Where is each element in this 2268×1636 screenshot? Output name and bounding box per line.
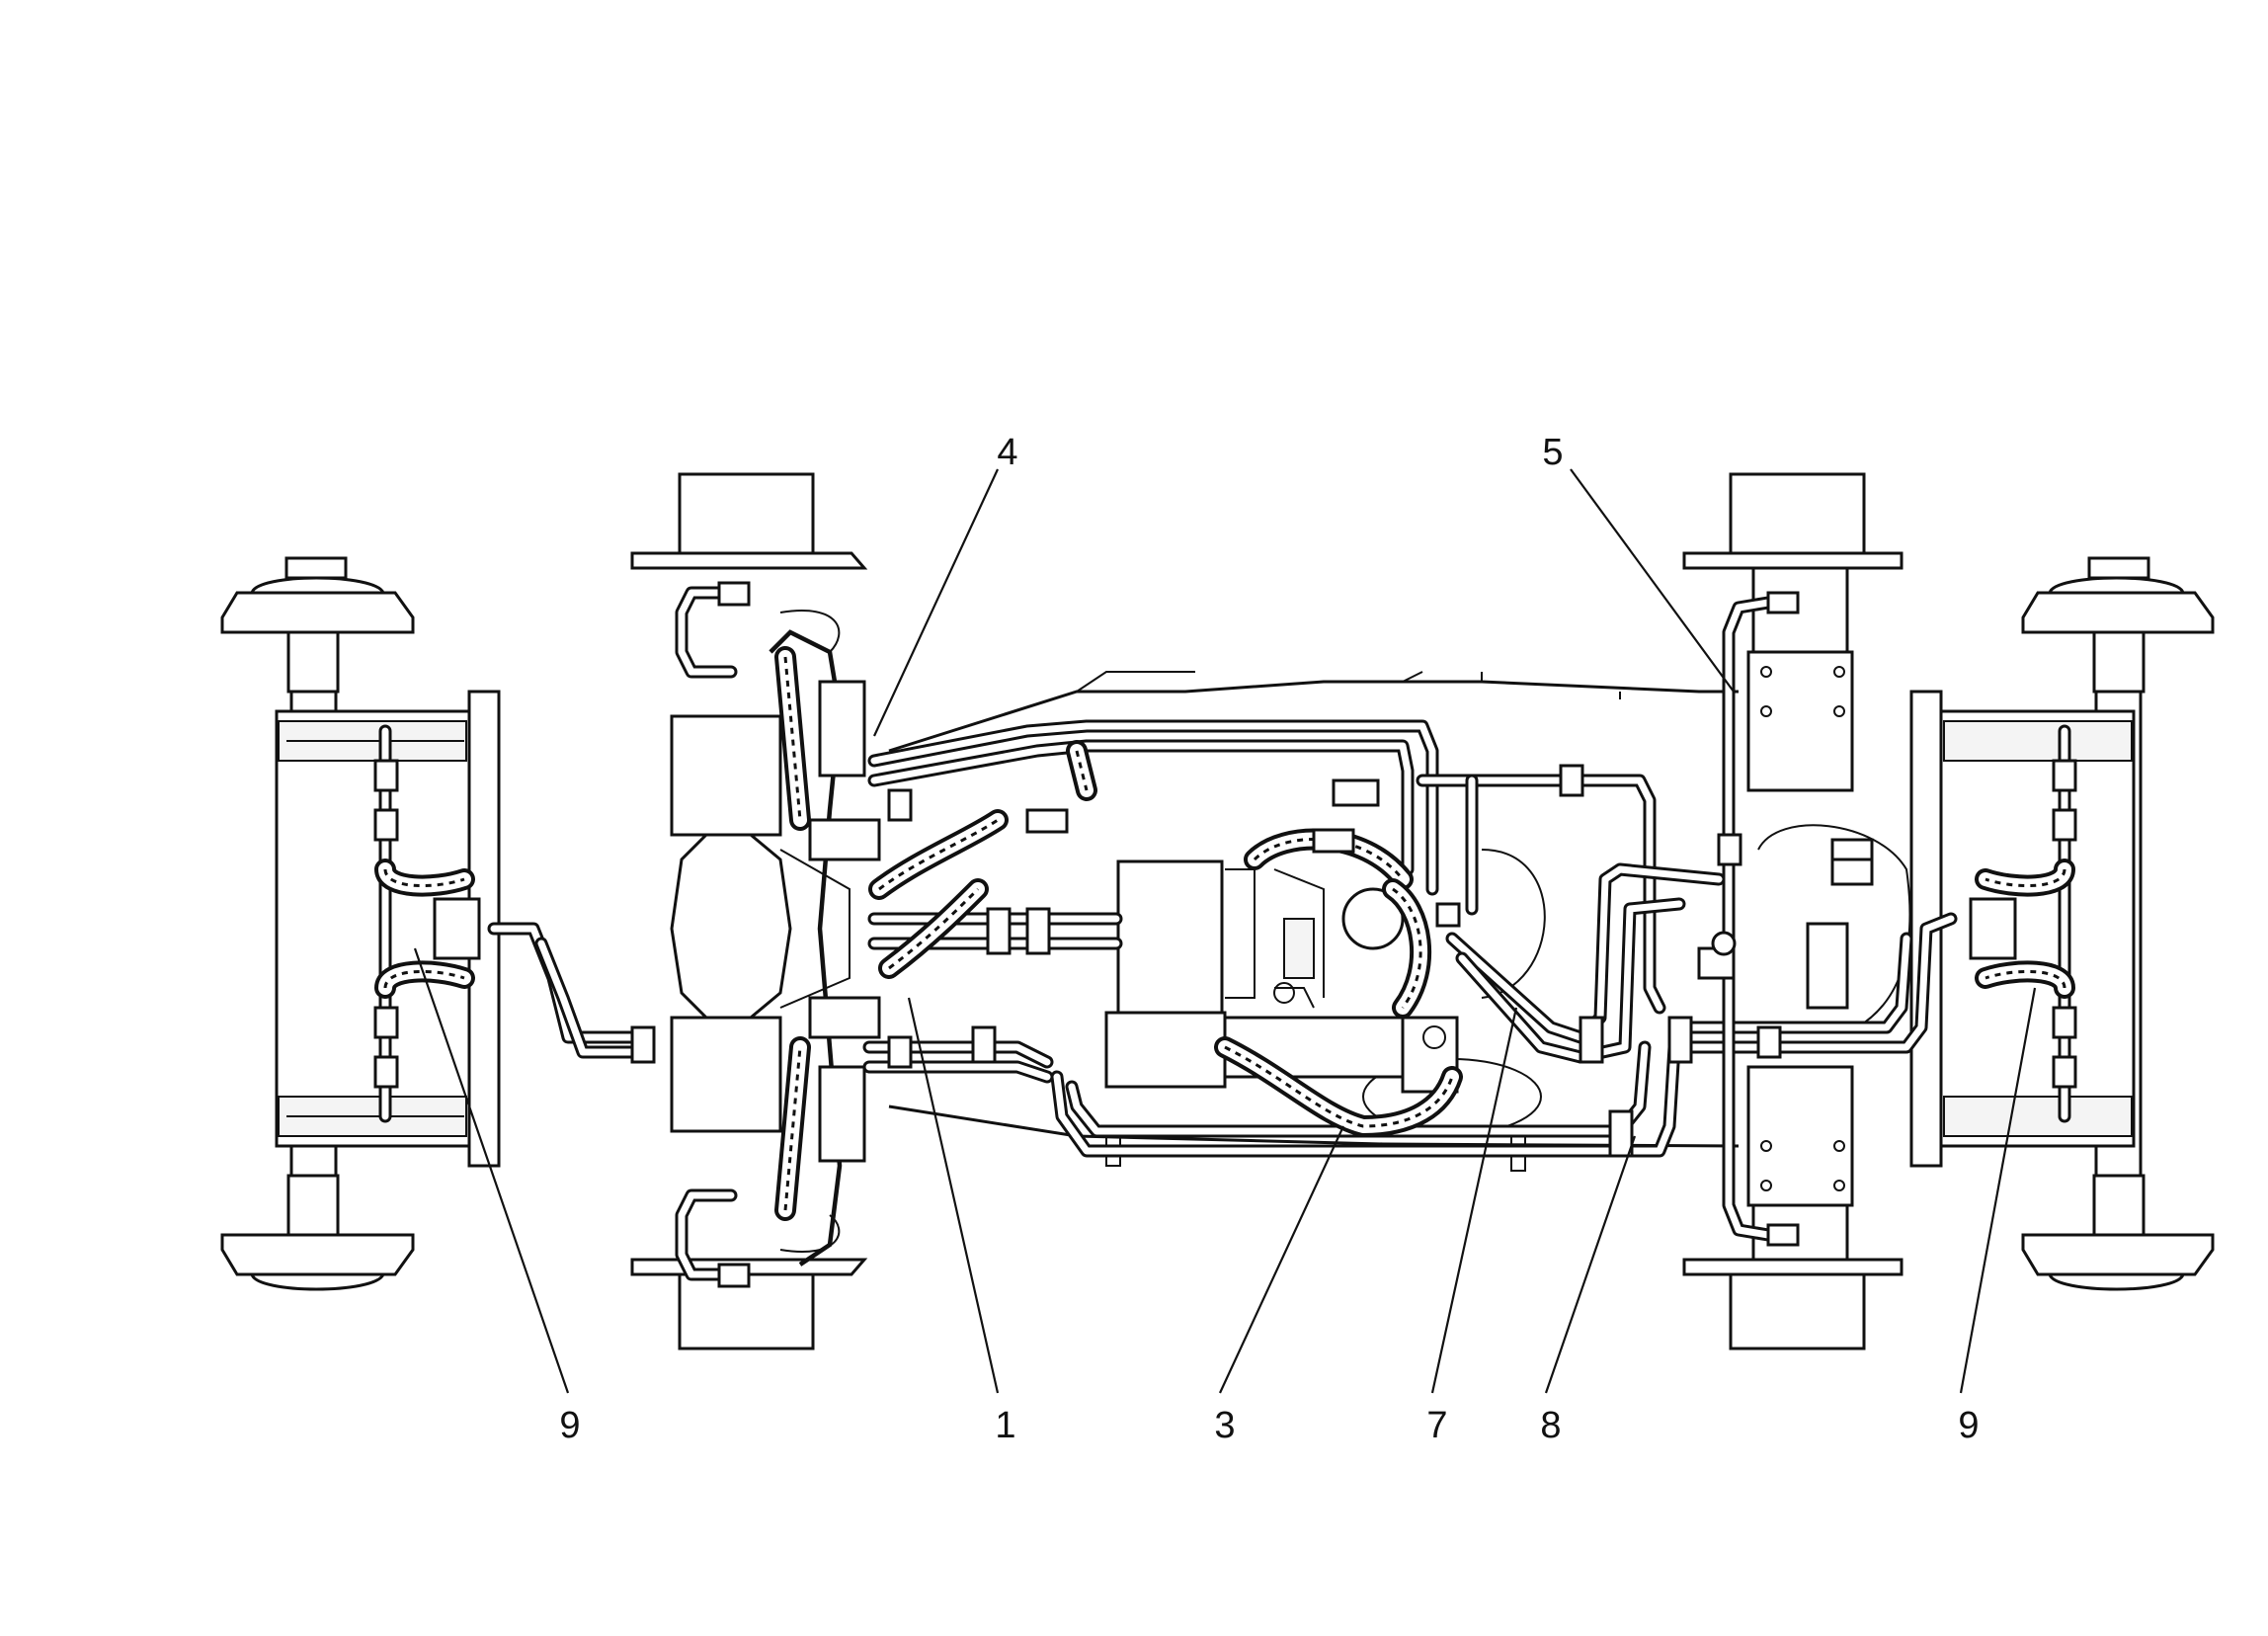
callout-labels: 4 5 9 1 3 7 8 9 [559, 432, 1979, 1446]
callout-3: 3 [1214, 1405, 1235, 1446]
right-outer-axle [1909, 556, 2215, 1291]
left-inner-axle [630, 472, 881, 1350]
left-outer-axle [220, 556, 501, 1291]
callout-5: 5 [1542, 432, 1563, 473]
central-pump-assembly [1104, 859, 1459, 1094]
callout-7: 7 [1426, 1405, 1447, 1446]
callout-4: 4 [997, 432, 1017, 473]
callout-9-right: 9 [1958, 1405, 1979, 1446]
callout-8: 8 [1540, 1405, 1561, 1446]
fittings [373, 581, 2077, 1288]
callout-1: 1 [995, 1405, 1015, 1446]
callout-9-left: 9 [559, 1405, 580, 1446]
leader-lines [413, 468, 2037, 1394]
flexible-hoses [374, 646, 2075, 1221]
right-inner-axle [1682, 472, 1911, 1350]
